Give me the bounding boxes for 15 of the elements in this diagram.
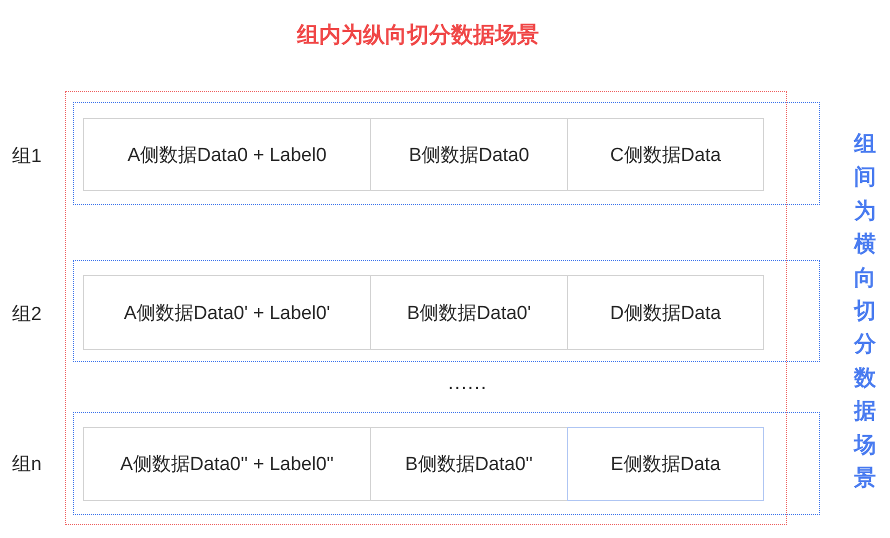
data-box: E侧数据Data [567,427,764,501]
data-box: A侧数据Data0 + Label0 [83,118,371,191]
ellipsis: ...... [448,372,488,394]
vertical-heading: 组间为横向切分数据场景 [854,130,877,492]
data-box: A侧数据Data0' + Label0' [83,275,371,350]
row-label: 组n [12,453,42,477]
row-label: 组2 [12,303,42,327]
data-box: D侧数据Data [567,275,764,350]
data-box: B侧数据Data0' [370,275,568,350]
row-label: 组1 [12,145,42,169]
data-box: C侧数据Data [567,118,764,191]
data-box: A侧数据Data0'' + Label0'' [83,427,371,501]
data-box: B侧数据Data0'' [370,427,568,501]
title: 组内为纵向切分数据场景 [297,22,539,48]
data-box: B侧数据Data0 [370,118,568,191]
